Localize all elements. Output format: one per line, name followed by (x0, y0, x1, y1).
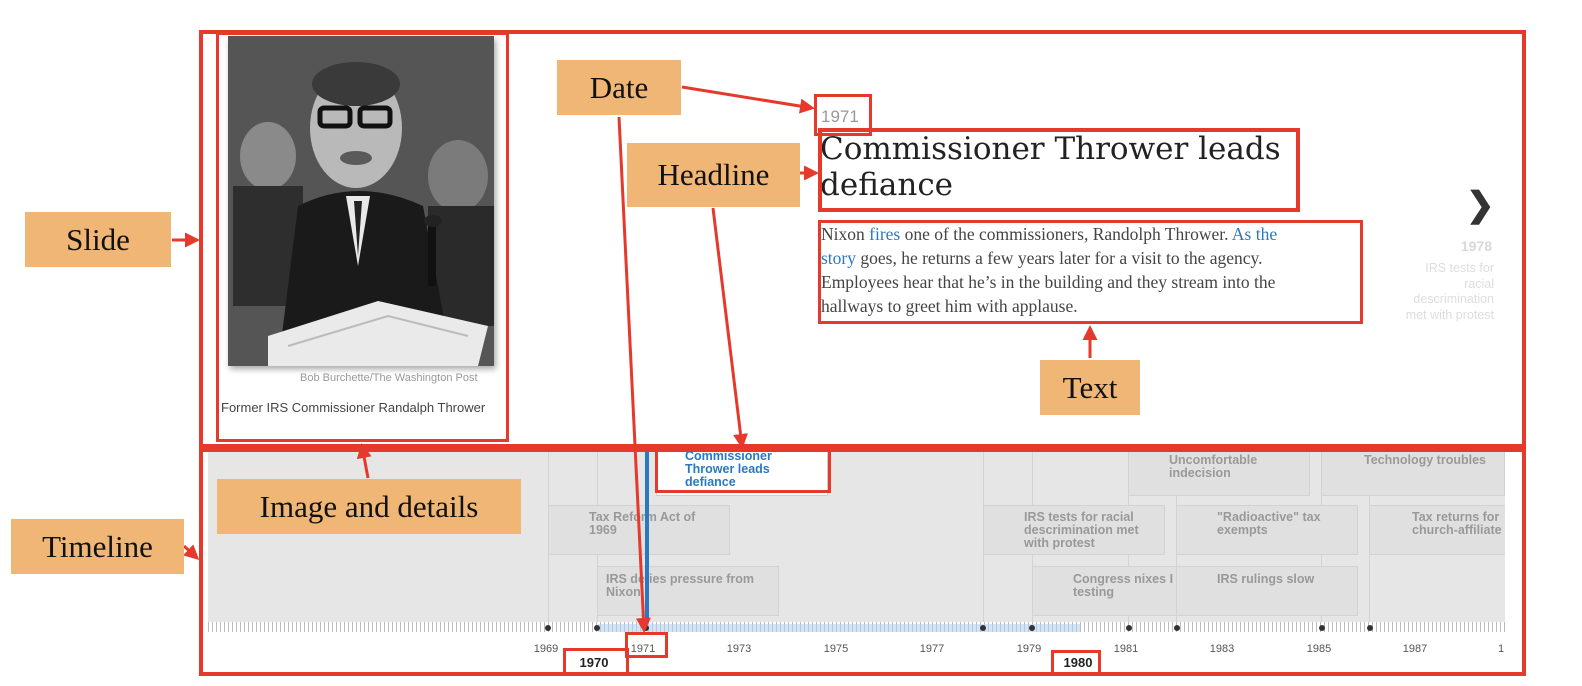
card-line: 1969 (589, 523, 617, 537)
decade-1970-box (563, 648, 629, 676)
year-label: 1975 (823, 643, 849, 655)
event-dot[interactable] (1319, 625, 1325, 631)
next-arrow-icon[interactable]: ❯ (1466, 186, 1495, 224)
timeline-card[interactable]: "Radioactive" tax exempts (1176, 505, 1358, 555)
timeline-card-active[interactable]: Commissioner Thrower leads defiance (656, 444, 828, 496)
year-label: 1977 (919, 643, 945, 655)
as-the-story-link-cont[interactable]: story (821, 248, 856, 268)
headline-line-2: defiance (820, 167, 954, 203)
next-line: racial (1464, 276, 1494, 291)
card-line: with protest (1024, 536, 1095, 550)
timeline-card[interactable]: IRS rulings slow (1176, 566, 1358, 616)
card-line: exempts (1217, 523, 1268, 537)
next-line: IRS tests for (1425, 261, 1494, 275)
card-line: church-affiliate (1412, 523, 1502, 537)
text-run: goes, he returns a few years later for a… (856, 248, 1263, 268)
text-callout: Text (1040, 360, 1140, 415)
text-run: one of the commissioners, Randolph Throw… (900, 224, 1232, 244)
card-line: indecision (1169, 466, 1231, 480)
slide-date: 1971 (821, 107, 859, 126)
event-dot[interactable] (594, 625, 600, 631)
year-label: 1979 (1016, 643, 1042, 655)
year-label: 1973 (726, 643, 752, 655)
headline-callout: Headline (627, 143, 800, 207)
text-box (818, 220, 1363, 324)
timeline-callout: Timeline (11, 519, 184, 574)
photo-illustration (228, 36, 494, 366)
slide-callout: Slide (25, 212, 171, 267)
card-line: Technology troubles (1364, 453, 1486, 467)
card-line: IRS tests for racial (1024, 510, 1134, 524)
next-line: descrimination (1413, 292, 1494, 306)
headline-box (818, 128, 1300, 212)
slide-text: Nixon fires one of the commissioners, Ra… (821, 222, 1361, 318)
headline-timeline-arrow (711, 207, 748, 449)
timeline-card[interactable]: Technology troubles (1321, 444, 1505, 496)
date-timeline-arrow (617, 116, 651, 633)
image-details-box (216, 32, 509, 442)
card-line: Thrower leads (685, 462, 770, 476)
event-dot[interactable] (1367, 625, 1373, 631)
timeline-date-box (625, 632, 668, 658)
next-slide-headline[interactable]: IRS tests for racial descrimination met … (1372, 261, 1494, 323)
timeline-card[interactable]: Tax returns for church-affiliate (1369, 505, 1505, 555)
timeline-card[interactable]: IRS tests for racial descrimination met … (983, 505, 1165, 555)
slide-region-box (199, 30, 1526, 448)
image-details-callout: Image and details (217, 479, 521, 534)
card-line: Tax Reform Act of (589, 510, 696, 524)
card-line: Commissioner (685, 449, 772, 463)
timeline-arrow (182, 544, 200, 561)
year-label: 1983 (1209, 643, 1235, 655)
text-line: Employees hear that he’s in the building… (821, 272, 1276, 292)
date-arrow (681, 85, 815, 114)
timeline-panel: Commissioner Thrower leads defiance Unco… (208, 444, 1505, 622)
decade-label: 1980 (1063, 655, 1093, 670)
event-dot[interactable] (545, 625, 551, 631)
year-label: 1969 (533, 643, 559, 655)
event-dot[interactable] (1126, 625, 1132, 631)
card-line: Uncomfortable (1169, 453, 1258, 467)
current-position-marker (645, 444, 649, 622)
year-label: 1 (1497, 643, 1505, 655)
fires-link[interactable]: fires (869, 224, 901, 244)
text-line: hallways to greet him with applause. (821, 296, 1078, 316)
year-label: 1987 (1402, 643, 1428, 655)
card-line: testing (1073, 585, 1114, 599)
timeline-region-box (199, 448, 1526, 676)
event-dot[interactable] (1174, 625, 1180, 631)
timeline-headline-box (655, 449, 831, 493)
timeline-visible-range (598, 624, 1080, 632)
card-line: Congress nixes I (1073, 572, 1174, 586)
decade-1980-box (1051, 650, 1101, 676)
headline-line-1: Commissioner Thrower leads (820, 131, 1281, 167)
photo-credit: Bob Burchette/The Washington Post (300, 372, 478, 384)
year-label: 1971 (630, 643, 656, 655)
slide-headline: Commissioner Thrower leads defiance (820, 131, 1281, 203)
timeline-card[interactable]: Uncomfortable indecision (1128, 444, 1310, 496)
year-label: 1985 (1306, 643, 1332, 655)
image-details-arrow (356, 443, 372, 479)
card-line: descrimination met (1024, 523, 1139, 537)
as-the-story-link[interactable]: As the (1231, 224, 1278, 244)
photo-caption: Former IRS Commissioner Randalph Thrower (221, 400, 486, 415)
card-line: Nixon (606, 585, 641, 599)
next-slide-year[interactable]: 1978 (1460, 238, 1492, 254)
year-label: 1981 (1113, 643, 1139, 655)
next-line: met with protest (1405, 307, 1494, 322)
event-dot[interactable] (1029, 625, 1035, 631)
card-line: Tax returns for (1412, 510, 1500, 524)
text-run: Nixon (821, 224, 870, 244)
date-box (814, 94, 872, 136)
card-line: IRS rulings slow (1217, 572, 1315, 586)
card-line: "Radioactive" tax (1217, 510, 1321, 524)
commissioner-photo (228, 36, 494, 366)
card-line: defiance (685, 475, 736, 489)
event-dot[interactable] (980, 625, 986, 631)
date-callout: Date (557, 60, 681, 115)
decade-label: 1970 (579, 655, 609, 670)
